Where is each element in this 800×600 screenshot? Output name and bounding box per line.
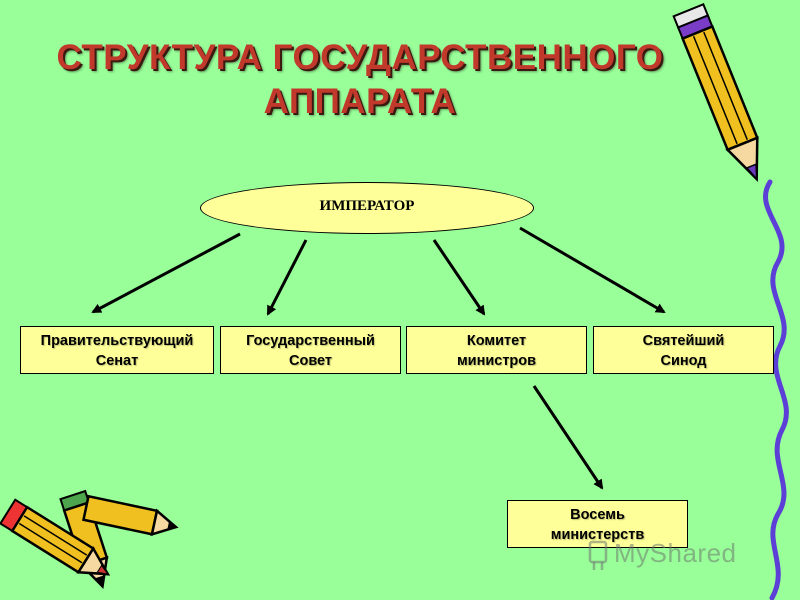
emperor-label: ИМПЕРАТОР	[319, 197, 415, 214]
ministries-label-line2: министерств	[550, 527, 645, 543]
watermark: MyShared	[614, 538, 737, 568]
senate-label-line1: Правительствующий	[40, 333, 194, 349]
holy-synod-node: Святейший Синод	[593, 326, 774, 374]
synod-label-line2: Синод	[660, 353, 707, 369]
arrow-to-ministries	[532, 385, 604, 490]
arrow-to-synod	[519, 226, 666, 314]
synod-label-line1: Святейший	[642, 333, 725, 349]
council-label-line2: Совет	[288, 353, 333, 369]
eight-ministries-node: Восемь министерств	[507, 500, 688, 548]
council-label-line1: Государственный	[246, 333, 375, 349]
senate-node: Правительствующий Сенат	[20, 326, 214, 374]
arrow-to-committee	[432, 239, 486, 316]
title-line-2: АППАРАТА	[263, 82, 457, 121]
emperor-node: ИМПЕРАТОР	[200, 182, 534, 234]
arrow-to-council	[266, 239, 308, 316]
committee-label-line2: министров	[456, 353, 537, 369]
state-council-node: Государственный Совет	[220, 326, 401, 374]
senate-label-line2: Сенат	[95, 353, 139, 369]
ministries-label-line1: Восемь	[570, 507, 625, 523]
arrow-to-senate	[91, 232, 241, 314]
committee-label-line1: Комитет	[466, 333, 527, 349]
slide-title: СТРУКТУРА ГОСУДАРСТВЕННОГО АППАРАТА	[20, 36, 700, 124]
committee-of-ministers-node: Комитет министров	[406, 326, 587, 374]
title-line-1: СТРУКТУРА ГОСУДАРСТВЕННОГО	[56, 38, 664, 77]
